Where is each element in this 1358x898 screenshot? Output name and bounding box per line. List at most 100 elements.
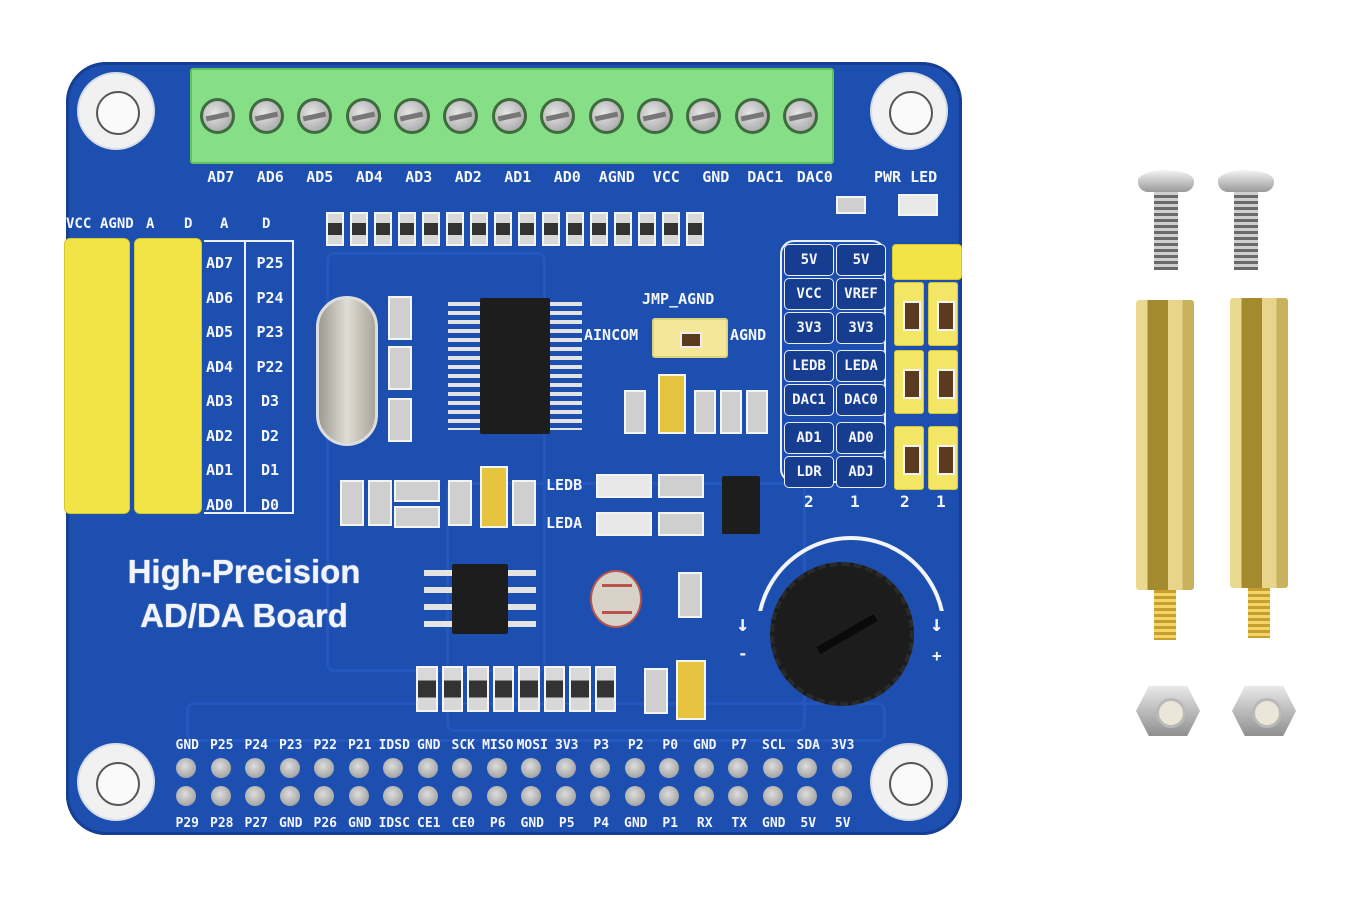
jp-cell: LDR <box>784 456 834 488</box>
gpio-label: P24 <box>244 738 268 753</box>
gpio-pin <box>279 786 300 806</box>
gpio-label: RX <box>696 816 713 831</box>
gpio-label: SCL <box>762 738 786 753</box>
chip-pins-right <box>508 570 536 628</box>
jp-col-num: 2 <box>804 492 814 511</box>
jp-cell: ADJ <box>836 456 886 488</box>
gpio-label: P6 <box>489 816 506 831</box>
gpio-label: P3 <box>593 738 610 753</box>
gpio-pin <box>797 758 817 778</box>
opamp-chip <box>452 564 508 634</box>
gpio-label: P7 <box>731 738 748 753</box>
gpio-pin <box>210 786 231 806</box>
hex-nut-icon <box>1136 686 1200 736</box>
jumper-vcc[interactable] <box>894 282 924 346</box>
gpio-pin <box>728 786 748 806</box>
potentiometer-knob[interactable] <box>770 562 914 706</box>
left-jumper-header-1[interactable] <box>64 238 130 514</box>
terminal-screw-icon <box>491 98 527 134</box>
terminal-label: AD5 <box>306 168 334 186</box>
gpio-label: P29 <box>175 816 199 831</box>
terminal-label: AGND <box>598 168 635 186</box>
gpio-label: MISO <box>482 738 514 753</box>
terminal-label: AD6 <box>256 168 284 186</box>
left-jumper-header-2[interactable] <box>134 238 202 514</box>
gpio-pin <box>383 758 403 778</box>
row-label: AD4 <box>206 357 234 376</box>
gpio-pin <box>762 786 783 806</box>
gpio-label: GND <box>624 816 648 831</box>
jp-cell: LEDB <box>784 350 834 382</box>
jp-col-num: 1 <box>850 492 860 511</box>
gpio-pin <box>521 786 541 806</box>
jp-cell: VREF <box>836 278 886 310</box>
resistor-array <box>326 212 716 246</box>
jumper-ledb[interactable] <box>894 350 924 414</box>
terminal-screw-icon <box>200 98 236 134</box>
gpio-label: GND <box>348 816 372 831</box>
gpio-pin <box>417 758 438 778</box>
left-digital-labels: P25 P24 P23 P22 D3 D2 D1 D0 <box>250 246 290 522</box>
jp-cell: 3V3 <box>784 312 834 344</box>
gpio-label: 3V3 <box>555 738 579 753</box>
smd-capacitor <box>388 346 412 390</box>
led-a-resistor <box>658 512 704 536</box>
gpio-pin <box>314 758 334 778</box>
gpio-label: CE1 <box>417 816 441 831</box>
gpio-pin <box>624 758 645 778</box>
gpio-pin <box>693 758 714 778</box>
jumper-leda[interactable] <box>928 350 958 414</box>
gpio-pin <box>693 786 714 806</box>
terminal-label: AD4 <box>355 168 383 186</box>
gpio-pin <box>245 786 265 806</box>
gpio-pin <box>279 758 300 778</box>
smd-resistor <box>614 212 632 246</box>
pot-arrow-right-icon: ↓ <box>930 612 944 637</box>
terminal-screw-icon <box>297 98 333 134</box>
smd-resistor <box>638 212 656 246</box>
gpio-label: P5 <box>558 816 575 831</box>
header-col-agnd: AGND <box>100 216 134 232</box>
gpio-pin <box>624 786 645 806</box>
smd-resistor <box>543 666 565 712</box>
gpio-pin <box>176 758 196 778</box>
gpio-label: P27 <box>244 816 268 831</box>
gpio-label: IDSD <box>378 738 410 753</box>
gpio-pin <box>417 786 438 806</box>
row-label: AD1 <box>206 461 234 479</box>
smd-capacitor <box>720 390 742 434</box>
smd-resistor <box>590 212 608 246</box>
power-header[interactable] <box>892 244 962 280</box>
terminal-screw-icon <box>734 98 770 134</box>
gpio-pin <box>521 758 541 778</box>
gpio-pin <box>348 758 369 778</box>
gpio-label: P1 <box>662 816 679 831</box>
row-label: P25 <box>256 254 284 272</box>
smd-resistor <box>394 506 440 528</box>
jumper-ad0[interactable] <box>928 426 958 490</box>
board-title-line2: AD/DA Board <box>140 597 348 634</box>
terminal-screw-icon <box>443 98 479 134</box>
smd-resistor <box>566 212 584 246</box>
jumper-vref[interactable] <box>928 282 958 346</box>
knob-slot <box>816 614 878 654</box>
screw-terminal-block <box>190 68 834 164</box>
jumper-contact <box>680 332 702 348</box>
jp-cell: 5V <box>784 244 834 276</box>
board-title: High-Precision AD/DA Board <box>96 550 392 638</box>
screw-icon <box>1138 170 1194 192</box>
gpio-label: CE0 <box>451 816 475 831</box>
row-label: D2 <box>260 426 280 445</box>
jumper-ad1[interactable] <box>894 426 924 490</box>
agnd-jumper[interactable] <box>652 318 728 358</box>
row-label: AD6 <box>206 288 234 307</box>
gpio-pin <box>210 758 231 778</box>
gpio-pin <box>555 758 576 778</box>
gpio-label: P26 <box>313 816 337 831</box>
tantalum-capacitor <box>676 660 706 720</box>
gpio-top-labels: GND P25 P24 P23 P22 P21 IDSD GND SCK MIS… <box>170 738 860 753</box>
gpio-pin <box>728 758 748 778</box>
jp-cell: AD0 <box>836 422 886 454</box>
gpio-bottom-labels: P29 P28 P27 GND P26 GND IDSC CE1 CE0 P6 … <box>170 816 860 831</box>
jp-col-num: 2 <box>900 492 910 511</box>
